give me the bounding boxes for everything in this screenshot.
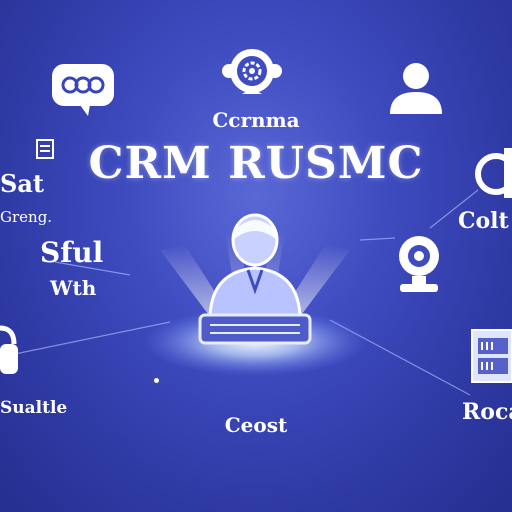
label-left-mid: Sful — [40, 236, 104, 269]
label-left-bottom: Sualtle — [0, 398, 68, 418]
webcam-icon — [399, 236, 439, 292]
user-icon — [390, 63, 442, 114]
gear-badge-icon — [222, 49, 282, 94]
chat-bubble-icon — [52, 64, 114, 116]
label-bottom: Ceost — [224, 413, 288, 437]
label-top: Ccrnma — [212, 108, 300, 132]
label-left-mid2: Wth — [50, 276, 97, 300]
target-icon — [475, 148, 512, 198]
label-right-mid: Colt — [458, 208, 509, 234]
padlock-icon — [0, 325, 18, 374]
main-title: CRM RUSMC — [88, 138, 424, 189]
label-right-bottom: Roca — [462, 399, 512, 425]
person-at-desk-icon — [143, 213, 367, 376]
server-box-icon — [471, 329, 512, 383]
document-icon — [36, 139, 54, 159]
label-left-top: Sat — [0, 169, 44, 198]
decorative-dot — [154, 378, 159, 383]
label-left-sub: Greng. — [0, 208, 53, 226]
